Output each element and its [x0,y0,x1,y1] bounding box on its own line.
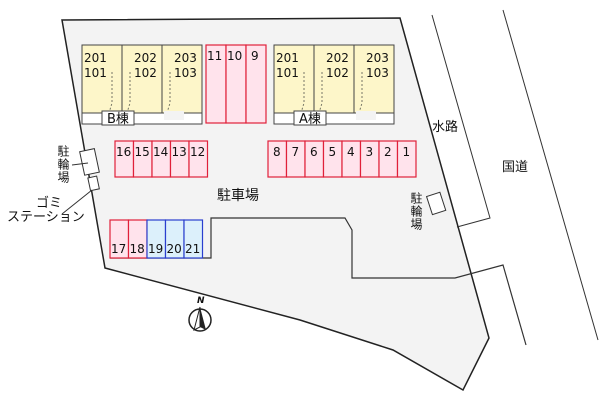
parking-space-number: 8 [273,145,281,159]
bicycle-shed-right [425,191,447,216]
parking-space-number: 3 [365,145,374,159]
unit-upper-number: 203 [174,51,197,65]
parking-space-number: 18 [129,242,145,256]
unit-lower-number: 103 [366,66,389,80]
parking-space-number: 13 [171,145,187,159]
parking-space-number: 15 [134,145,150,159]
parking-space [245,44,267,124]
bicycle-parking-left-label: 駐輪場 [56,145,70,184]
balcony-strip [273,112,395,125]
parking-space-number: 9 [251,49,259,63]
unit-upper-number: 201 [84,51,107,65]
stair-path [318,72,323,114]
building-entrance [101,110,135,126]
garbage-station-label-2: ステーション [7,210,85,225]
stair-path [166,72,171,114]
stair-path [108,72,113,114]
parking-space-number: 10 [227,49,243,63]
national-road-edge [502,9,599,341]
parking-space-number: 2 [384,145,392,159]
unit-upper-number: 202 [134,51,157,65]
unit-upper-number: 201 [276,51,299,65]
bicycle-parking-right-label: 駐輪場 [409,192,423,231]
stair-path [300,72,305,114]
building-label: A棟 [299,112,321,127]
garbage-station-box [87,175,100,192]
parking-space-number: 5 [328,145,337,159]
parking-space-number: 11 [207,49,223,63]
waterway-edge [431,14,491,228]
unit-lower-number: 102 [134,66,157,80]
parking-space [188,140,209,178]
unit-lower-number: 103 [174,66,197,80]
building-unit [273,44,315,114]
stair-path [126,72,131,114]
waterway-label: 水路 [432,120,459,135]
unit-lower-number: 101 [276,66,299,80]
unit-lower-number: 102 [326,66,349,80]
garbage-leader-line [61,189,93,215]
building-unit [161,44,203,114]
unit-upper-number: 203 [366,51,389,65]
parking-space-number: 12 [190,145,206,159]
north-compass-icon [188,306,212,332]
parking-space-number: 21 [185,242,201,256]
parking-space [183,219,204,259]
unit-lower-number: 101 [84,66,107,80]
parking-space-number: 4 [347,145,355,159]
parking-space [396,140,417,178]
driveway-outline [110,217,527,346]
garbage-station-label-1: ゴミ [36,196,63,211]
north-label: N [197,296,205,306]
parking-space-number: 7 [291,145,300,159]
building-entrance [293,110,327,126]
national-road-label: 国道 [502,160,529,175]
balcony-strip [81,112,203,125]
parking-space-number: 16 [116,145,132,159]
building-unit [81,44,123,114]
building-label: B棟 [107,112,129,127]
parking-space-number: 1 [402,145,411,159]
parking-space-number: 6 [310,145,318,159]
parking-lot-label: 駐車場 [217,188,259,204]
stair-path [358,72,363,114]
bicycle-leader-line [71,162,89,166]
parking-space-number: 19 [148,242,164,256]
unit-upper-number: 202 [326,51,349,65]
parking-space-number: 14 [153,145,169,159]
parking-space-number: 17 [111,242,127,256]
parking-space-number: 20 [166,242,182,256]
